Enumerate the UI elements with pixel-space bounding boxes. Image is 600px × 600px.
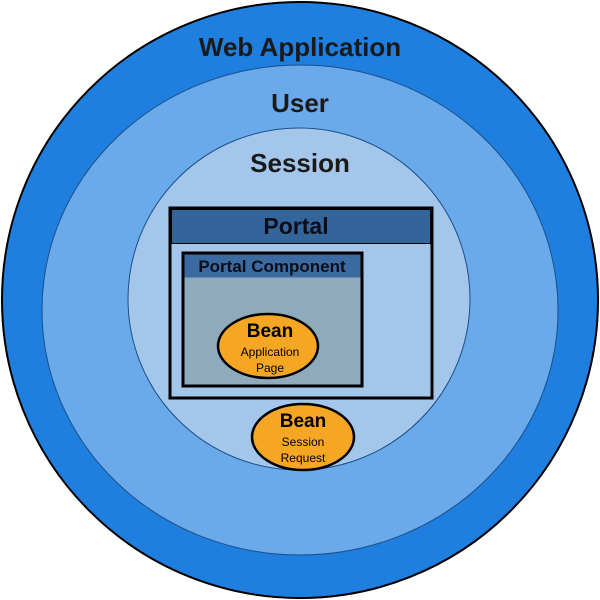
bean-application-page: Bean Application Page: [216, 312, 320, 380]
bean-scope-line1: Session: [282, 435, 325, 449]
portal-header: [171, 209, 431, 244]
session-label: Session: [250, 148, 350, 178]
portal-component-box: Portal Component: [181, 251, 364, 388]
web-application-label: Web Application: [199, 32, 401, 62]
bean-scope-line2: Page: [256, 361, 284, 375]
bean-title: Bean: [247, 321, 293, 342]
user-label: User: [271, 88, 329, 118]
portal-title: Portal: [263, 213, 328, 239]
bean-title: Bean: [280, 411, 326, 432]
portal-component-title: Portal Component: [198, 257, 346, 276]
portal-component-header: [184, 254, 361, 278]
bean-scope-line1: Application: [241, 345, 300, 359]
bean-session-request: Bean Session Request: [250, 402, 356, 472]
bean-scope-line2: Request: [281, 451, 326, 465]
